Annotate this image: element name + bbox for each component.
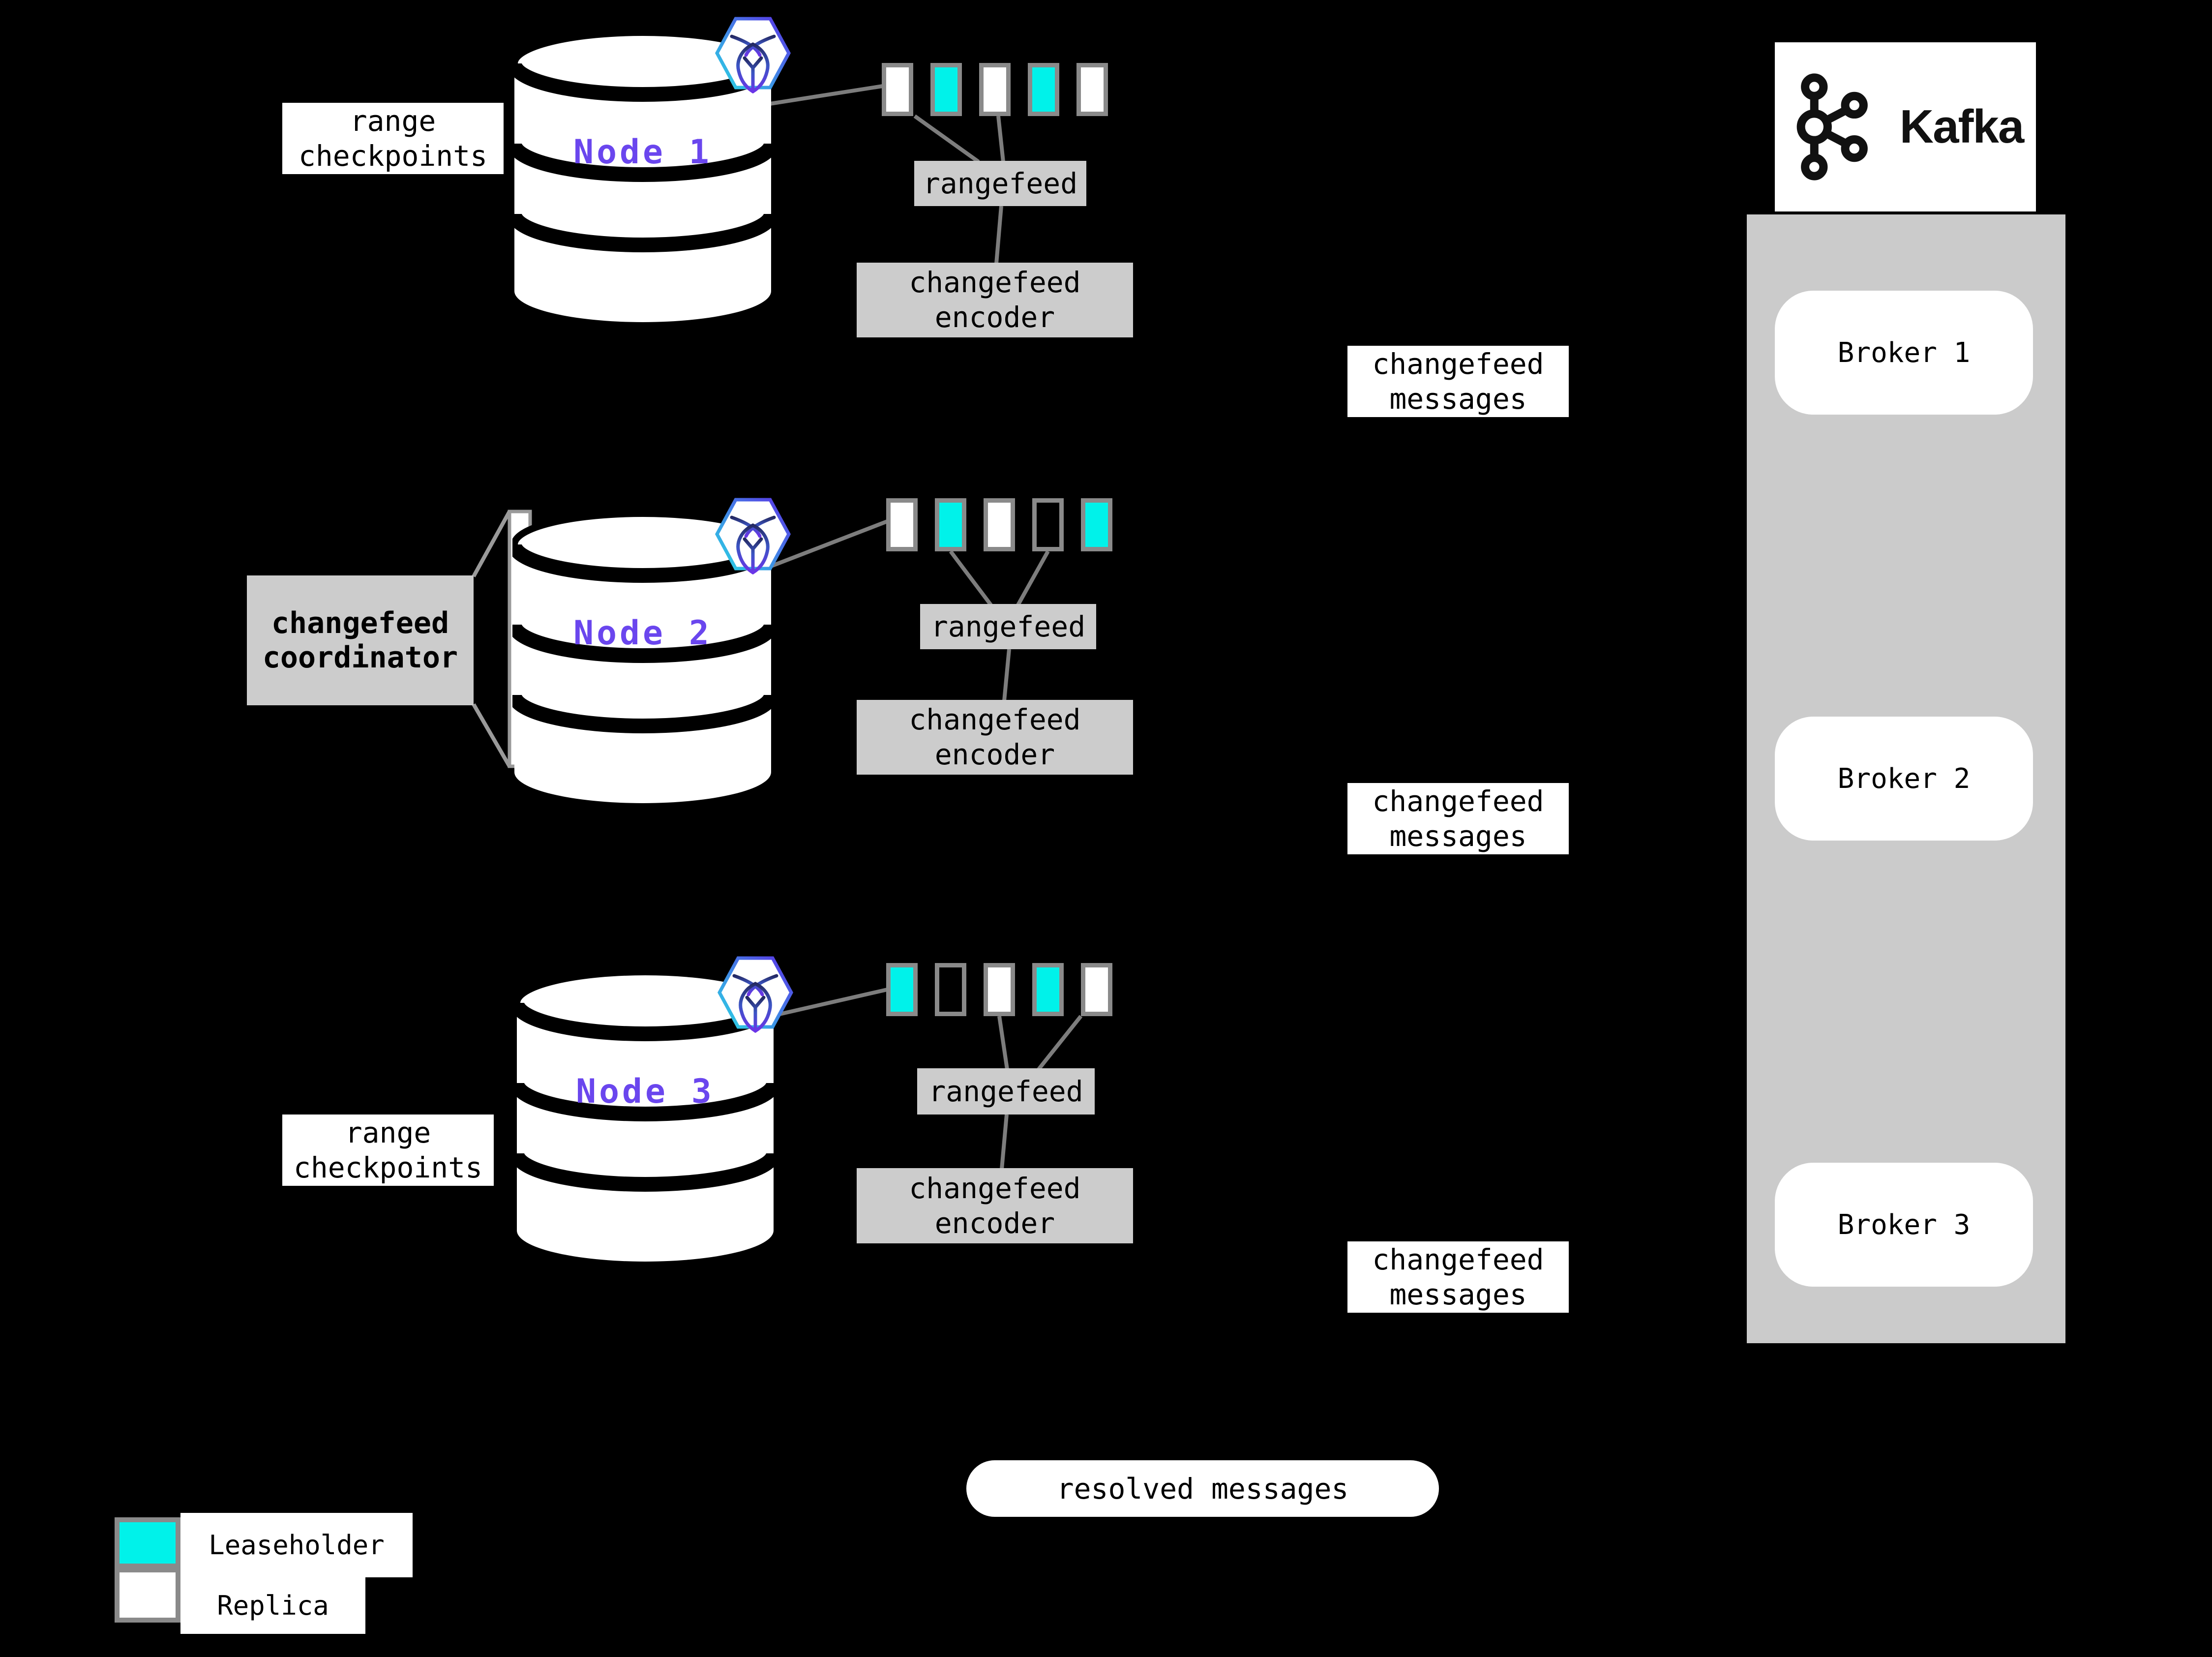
range-replica-swatch <box>886 963 918 1016</box>
node-2-database-cylinder: Node 2 <box>507 498 791 809</box>
range-replica-swatch <box>930 63 962 116</box>
changefeed-encoder-box: changefeed encoder <box>857 263 1133 337</box>
node-3-database-cylinder: Node 3 <box>509 956 793 1267</box>
broker-3-box: Broker 3 <box>1775 1163 2033 1287</box>
changefeed-encoder-box: changefeed encoder <box>857 700 1133 775</box>
range-replica-swatch <box>935 498 966 551</box>
cockroachdb-badge-icon <box>717 956 793 1033</box>
replica-row <box>882 63 1108 116</box>
kafka-wordmark: Kafka <box>1899 100 2024 153</box>
resolved-messages-pill: resolved messages <box>966 1460 1439 1517</box>
kafka-logo-icon <box>1796 73 1868 181</box>
rangefeed-box: rangefeed <box>914 161 1086 206</box>
database-cylinder-icon <box>507 510 778 803</box>
rangefeed-box: rangefeed <box>920 604 1096 649</box>
range-replica-swatch <box>1076 63 1108 116</box>
range-checkpoints-label: range checkpoints <box>282 103 504 174</box>
broker-1-box: Broker 1 <box>1775 291 2033 415</box>
node-3-label: Node 3 <box>576 1072 715 1111</box>
range-replica-swatch <box>886 498 918 551</box>
range-replica-swatch <box>1081 963 1112 1016</box>
kafka-logo-box: Kafka <box>1775 42 2036 211</box>
replica-row <box>886 963 1112 1016</box>
database-cylinder-icon <box>507 29 778 322</box>
range-replica-swatch <box>1032 498 1064 551</box>
rangefeed-box: rangefeed <box>917 1068 1095 1115</box>
changefeed-encoder-box: changefeed encoder <box>857 1168 1133 1243</box>
changefeed-messages-label: changefeed messages <box>1347 1241 1569 1313</box>
cockroachdb-badge-icon <box>715 17 791 94</box>
range-replica-swatch <box>1081 498 1112 551</box>
broker-2-box: Broker 2 <box>1775 717 2033 841</box>
range-replica-swatch <box>1028 63 1059 116</box>
replica-row <box>886 498 1112 551</box>
range-replica-swatch <box>979 63 1011 116</box>
changefeed-messages-label: changefeed messages <box>1347 783 1569 854</box>
range-replica-swatch <box>935 963 966 1016</box>
range-checkpoints-label: range checkpoints <box>282 1115 494 1186</box>
range-replica-swatch <box>984 498 1015 551</box>
range-replica-swatch <box>984 963 1015 1016</box>
node-1-label: Node 1 <box>573 133 712 172</box>
legend-replica-label: Replica <box>180 1577 365 1634</box>
changefeed-coordinator-callout: changefeed coordinator <box>247 575 474 705</box>
node-1-database-cylinder: Node 1 <box>507 17 791 328</box>
legend-leaseholder-label: Leaseholder <box>180 1513 413 1577</box>
cockroachdb-badge-icon <box>715 498 791 575</box>
node-2-label: Node 2 <box>573 614 712 653</box>
legend-leaseholder-swatch <box>115 1517 180 1568</box>
range-replica-swatch <box>1032 963 1064 1016</box>
range-replica-swatch <box>882 63 913 116</box>
changefeed-messages-label: changefeed messages <box>1347 346 1569 417</box>
legend-replica-swatch <box>115 1567 180 1623</box>
